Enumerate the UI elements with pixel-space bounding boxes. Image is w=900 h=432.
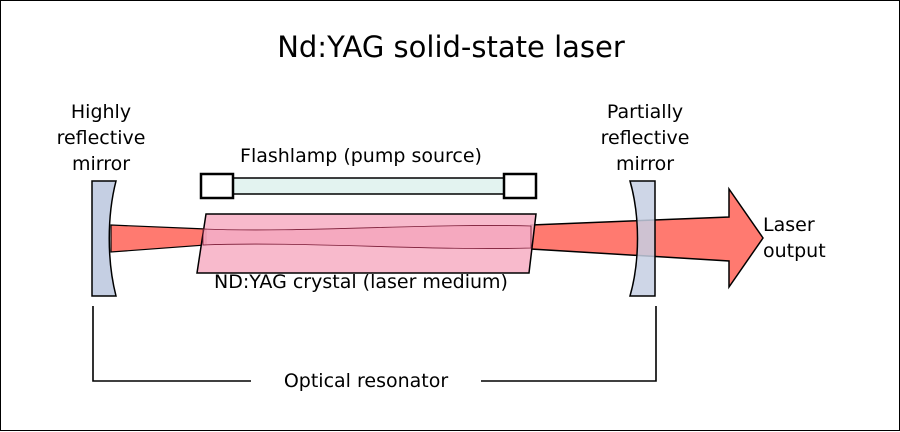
label-line: mirror: [71, 153, 131, 175]
flashlamp-label: Flashlamp (pump source): [240, 145, 482, 167]
optical-resonator-label: Optical resonator: [251, 370, 481, 392]
highly-reflective-mirror: [91, 180, 117, 297]
highly-reflective-mirror-label: Highly reflective mirror: [51, 99, 151, 177]
label-line: Highly: [70, 101, 132, 123]
laser-beam-left: [110, 224, 207, 253]
crystal-label: ND:YAG crystal (laser medium): [214, 271, 508, 293]
beam-waist-in-crystal: [202, 225, 532, 249]
flashlamp-tube: [232, 177, 506, 195]
label-line: Partially: [606, 101, 684, 123]
label-line: Laser: [763, 214, 815, 236]
flashlamp-cap-left: [199, 172, 235, 200]
label-line: mirror: [615, 153, 675, 175]
label-line: output: [763, 240, 826, 262]
label-line: reflective: [600, 127, 690, 149]
flashlamp-cap-right: [502, 172, 538, 200]
partially-reflective-mirror: [629, 180, 656, 297]
label-line: reflective: [56, 127, 146, 149]
crystal-body: [196, 213, 537, 274]
diagram-title: Nd:YAG solid-state laser: [277, 30, 625, 64]
laser-output-label: Laser output: [763, 212, 843, 264]
partially-reflective-mirror-label: Partially reflective mirror: [593, 99, 697, 177]
